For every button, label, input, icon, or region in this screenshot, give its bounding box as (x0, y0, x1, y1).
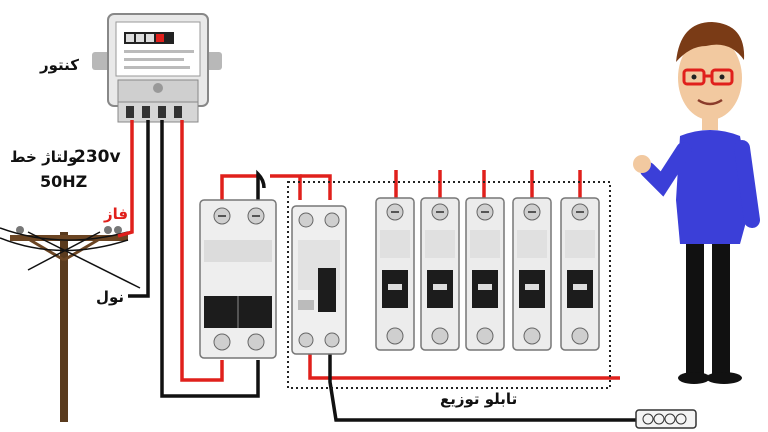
single-pole-breaker-icon (465, 197, 505, 351)
ground-rod-icon (635, 409, 697, 429)
single-pole-breaker-icon (560, 197, 600, 351)
cartoon-man-icon (633, 22, 760, 384)
phase-wires (117, 120, 620, 382)
double-pole-breaker-icon (199, 199, 277, 359)
single-pole-breaker-icon (512, 197, 552, 351)
distribution-panel-border (287, 181, 611, 389)
meter-label: کنتور (40, 56, 80, 74)
single-pole-breaker-icon (420, 197, 460, 351)
frequency-label: 50HZ (40, 172, 88, 191)
neutral-wires (128, 120, 640, 422)
phase-label: فاز (104, 205, 129, 223)
neutral-label: نول (96, 288, 125, 306)
mcb-row (375, 197, 600, 351)
voltage-value-label: 230v (74, 147, 121, 167)
rccb-icon (291, 205, 347, 355)
voltage-line-label: ولتاژ خط (10, 148, 78, 166)
distribution-panel-label: تابلو توزیع (440, 390, 518, 408)
utility-pole-icon (0, 226, 141, 422)
single-pole-breaker-icon (375, 197, 415, 351)
energy-meter-icon (92, 13, 222, 123)
